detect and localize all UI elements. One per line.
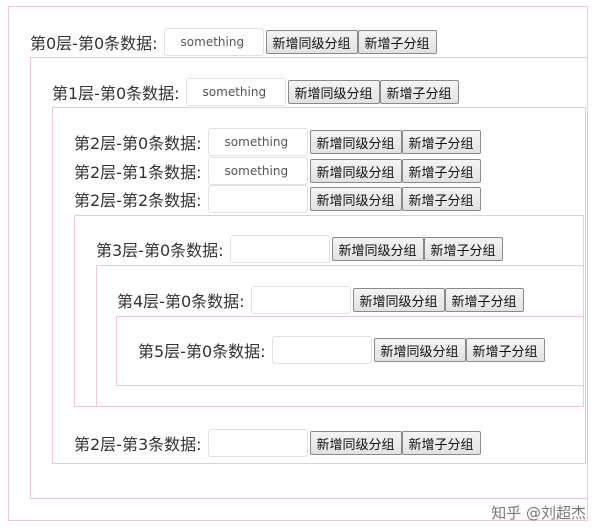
row-label: 第2层-第1条数据: xyxy=(74,163,202,182)
add-sibling-group-button[interactable]: 新增同级分组 xyxy=(309,130,402,154)
row-value-input[interactable] xyxy=(185,78,286,106)
row-value-input[interactable] xyxy=(207,128,308,156)
add-child-group-button[interactable]: 新增子分组 xyxy=(465,338,545,362)
add-sibling-group-button[interactable]: 新增同级分组 xyxy=(265,30,358,54)
add-child-group-button[interactable]: 新增子分组 xyxy=(401,431,481,455)
group-box-level-1 xyxy=(30,57,588,499)
add-sibling-group-button[interactable]: 新增同级分组 xyxy=(309,187,402,211)
add-child-group-button[interactable]: 新增子分组 xyxy=(357,30,437,54)
row-level-2-item-2: 第2层-第2条数据: 新增同级分组 新增子分组 xyxy=(74,185,481,213)
add-child-group-button[interactable]: 新增子分组 xyxy=(423,237,503,261)
row-label: 第2层-第0条数据: xyxy=(74,134,202,153)
group-box-level-2 xyxy=(52,107,586,464)
row-level-2-item-3: 第2层-第3条数据: 新增同级分组 新增子分组 xyxy=(74,429,481,457)
add-sibling-group-button[interactable]: 新增同级分组 xyxy=(352,288,445,312)
row-value-input[interactable] xyxy=(207,429,308,457)
add-child-group-button[interactable]: 新增子分组 xyxy=(401,187,481,211)
row-label: 第2层-第2条数据: xyxy=(74,191,202,210)
row-label: 第4层-第0条数据: xyxy=(117,292,245,311)
row-value-input[interactable] xyxy=(207,157,308,185)
row-level-5-item-0: 第5层-第0条数据: 新增同级分组 新增子分组 xyxy=(138,336,545,364)
add-sibling-group-button[interactable]: 新增同级分组 xyxy=(309,431,402,455)
add-child-group-button[interactable]: 新增子分组 xyxy=(444,288,524,312)
row-label: 第3层-第0条数据: xyxy=(96,241,224,260)
row-level-1-item-0: 第1层-第0条数据: 新增同级分组 新增子分组 xyxy=(52,78,459,106)
watermark: 知乎 @刘超杰 xyxy=(491,504,586,522)
row-label: 第2层-第3条数据: xyxy=(74,435,202,454)
row-value-input[interactable] xyxy=(229,235,330,263)
add-child-group-button[interactable]: 新增子分组 xyxy=(379,80,459,104)
row-value-input[interactable] xyxy=(163,28,264,56)
row-label: 第5层-第0条数据: xyxy=(138,342,266,361)
row-level-2-item-1: 第2层-第1条数据: 新增同级分组 新增子分组 xyxy=(74,157,481,185)
group-box-level-5 xyxy=(116,316,584,386)
row-level-3-item-0: 第3层-第0条数据: 新增同级分组 新增子分组 xyxy=(96,235,503,263)
row-level-2-item-0: 第2层-第0条数据: 新增同级分组 新增子分组 xyxy=(74,128,481,156)
row-value-input[interactable] xyxy=(250,286,351,314)
add-sibling-group-button[interactable]: 新增同级分组 xyxy=(309,159,402,183)
add-sibling-group-button[interactable]: 新增同级分组 xyxy=(373,338,466,362)
row-label: 第0层-第0条数据: xyxy=(30,34,158,53)
row-label: 第1层-第0条数据: xyxy=(52,84,180,103)
add-sibling-group-button[interactable]: 新增同级分组 xyxy=(331,237,424,261)
add-child-group-button[interactable]: 新增子分组 xyxy=(401,159,481,183)
row-level-0-item-0: 第0层-第0条数据: 新增同级分组 新增子分组 xyxy=(30,28,437,56)
row-value-input[interactable] xyxy=(271,336,372,364)
add-child-group-button[interactable]: 新增子分组 xyxy=(401,130,481,154)
row-value-input[interactable] xyxy=(207,185,308,213)
add-sibling-group-button[interactable]: 新增同级分组 xyxy=(287,80,380,104)
row-level-4-item-0: 第4层-第0条数据: 新增同级分组 新增子分组 xyxy=(117,286,524,314)
